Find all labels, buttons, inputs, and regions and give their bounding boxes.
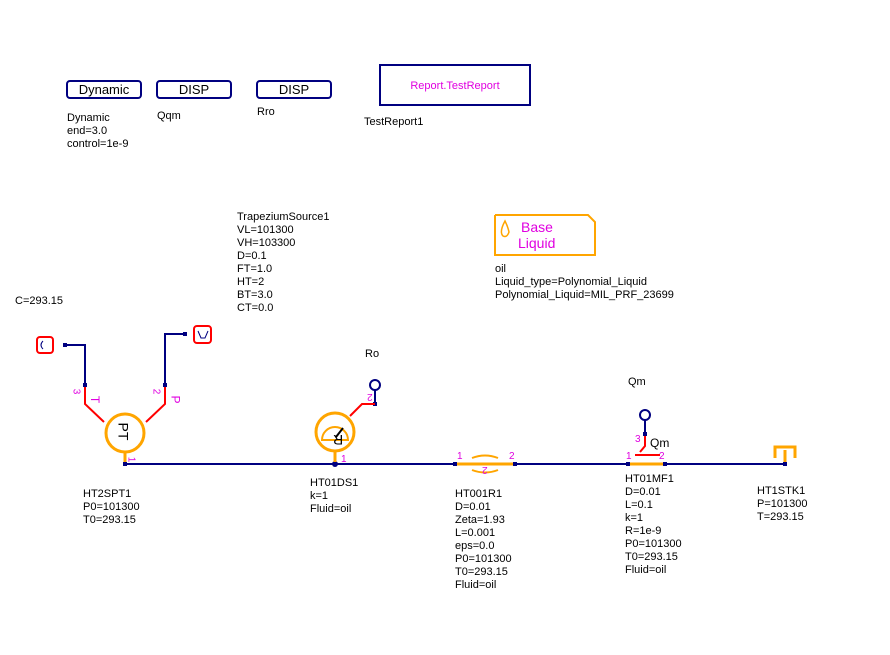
qm-tag: Qm — [650, 436, 670, 450]
pin-2: 2 — [659, 451, 665, 462]
tank[interactable] — [773, 445, 797, 458]
pin-3: 3 — [70, 388, 82, 395]
t-pin-label: T — [88, 395, 103, 404]
report-block-label: Report.TestReport — [410, 80, 500, 92]
wire-c[interactable] — [65, 344, 86, 385]
pin-1: 1 — [457, 451, 463, 462]
report-name: TestReport1 — [364, 116, 424, 128]
p-pin-label: P — [168, 395, 183, 404]
pin-2: 2 — [482, 464, 488, 475]
pin-1: 1 — [125, 456, 137, 463]
pt-symbol: PT — [115, 422, 132, 441]
qm-label: Qm — [628, 376, 646, 388]
pin-1: 1 — [341, 454, 347, 465]
pin-1: 1 — [626, 451, 632, 462]
report-block[interactable] — [379, 64, 531, 106]
rro-label: Rro — [257, 106, 275, 118]
base-liquid-box[interactable] — [494, 214, 596, 256]
qm-sensor-icon[interactable] — [639, 409, 651, 421]
droplet-icon — [500, 219, 510, 238]
c-source-block[interactable] — [36, 336, 54, 354]
disp-qqm-block[interactable]: DISP — [156, 80, 232, 99]
wire-v[interactable] — [164, 333, 185, 385]
c-label: C=293.15 — [15, 295, 64, 307]
r-symbol: R — [333, 432, 344, 448]
ro-sensor-icon[interactable] — [369, 379, 381, 391]
qqm-label: Qqm — [157, 110, 181, 122]
pin-3: 3 — [635, 434, 641, 445]
ro-label: Ro — [365, 348, 380, 360]
dynamic-block[interactable]: Dynamic — [66, 80, 142, 99]
disp-rro-block[interactable]: DISP — [256, 80, 332, 99]
pin-2: 2 — [509, 451, 515, 462]
pin-2: 2 — [150, 388, 162, 395]
v-source-block[interactable] — [193, 325, 212, 344]
pin-2: 2 — [367, 391, 373, 402]
